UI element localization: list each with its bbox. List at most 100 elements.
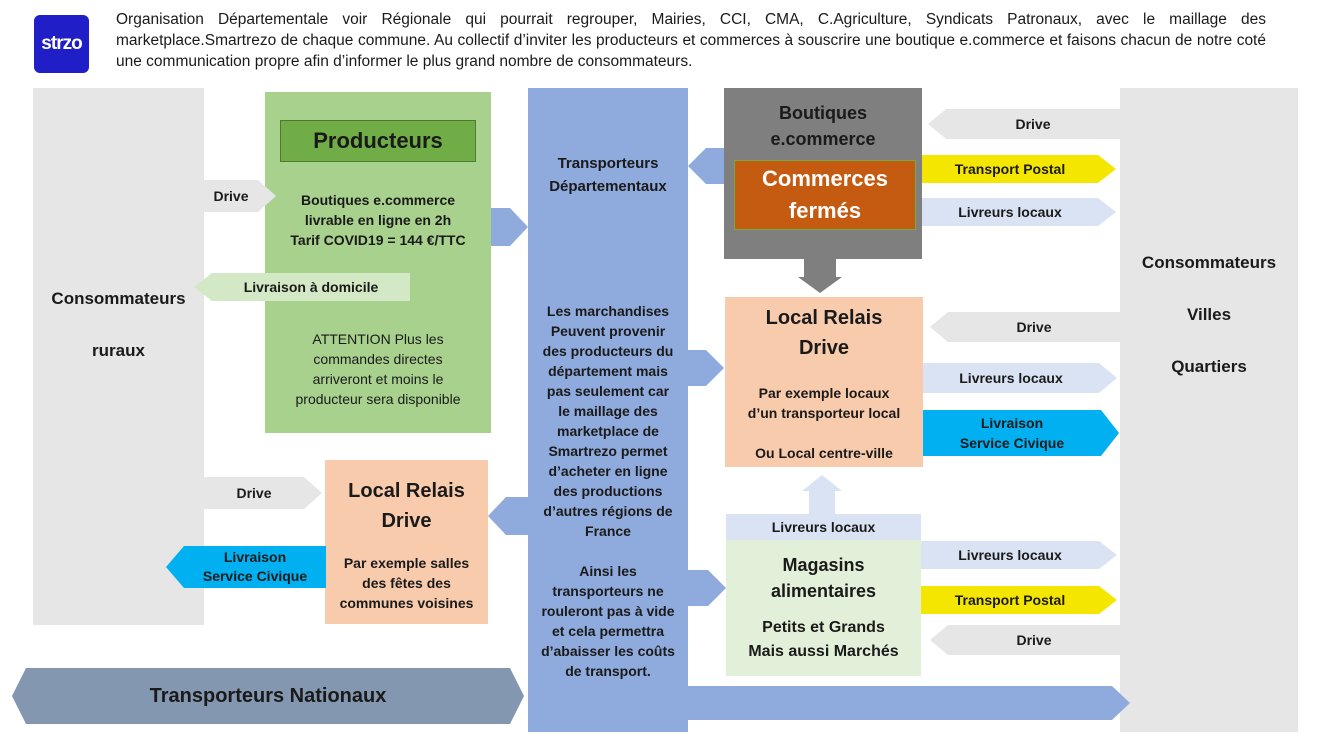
livreurs-locaux-arrow-3: Livreurs locaux xyxy=(921,541,1117,569)
transporteurs-dep-title2: Départementaux xyxy=(549,178,667,195)
consommateurs-villes-line1: Consommateurs xyxy=(1141,253,1277,272)
transporteurs-dep-body-line: pas seulement car xyxy=(546,383,670,399)
transport-postal-arrow-2: Transport Postal xyxy=(921,586,1117,614)
smartrezo-logo: strzo xyxy=(34,15,89,73)
local-relais-left-box: Local Relais Drive Par exemple salles de… xyxy=(325,460,488,624)
relais-left-title2: Drive xyxy=(381,510,432,532)
consommateurs-ruraux-line2: ruraux xyxy=(92,340,145,360)
drive-arrow-right-2: Drive xyxy=(930,312,1120,342)
drive-label: Drive xyxy=(213,188,249,204)
relais-right-title2: Drive xyxy=(798,337,850,359)
relais-right-line2: d’un transporteur local xyxy=(747,405,901,421)
transporteurs-dep-body-line: le maillage des xyxy=(558,403,658,419)
drive-arrow-right-1: Drive xyxy=(928,109,1120,139)
livraison-domicile-label: Livraison à domicile xyxy=(243,279,379,295)
relais-right-title1: Local Relais xyxy=(765,307,883,329)
livreurs-up-arrow xyxy=(802,475,842,515)
relais-left-line1: Par exemple salles xyxy=(343,555,470,571)
livraison-civique-label1: Livraison xyxy=(223,549,287,565)
consommateurs-villes-line2: Villes xyxy=(1186,305,1232,324)
producteurs-title: Producteurs xyxy=(280,120,476,162)
consommateurs-villes-panel: Consommateurs Villes Quartiers xyxy=(1120,88,1298,732)
transporteurs-dep-body2-line: Ainsi les xyxy=(579,563,637,579)
livraison-civique-label1: Livraison xyxy=(980,415,1044,431)
transporteurs-dep-body-line: département mais xyxy=(548,363,668,379)
transporteurs-dep-body-line: France xyxy=(585,523,631,539)
producteurs-line2: livrable en ligne en 2h xyxy=(304,212,452,228)
relais-left-title1: Local Relais xyxy=(348,480,465,502)
consommateurs-ruraux-line1: Consommateurs xyxy=(51,288,186,308)
transporteurs-dep-body-line: des producteurs du xyxy=(542,343,674,359)
drive-label: Drive xyxy=(1015,116,1051,132)
transporteurs-nationaux-label: Transporteurs Nationaux xyxy=(149,684,387,707)
transporteurs-dep-body2-line: d’abaisser les coûts xyxy=(541,643,675,659)
transport-to-relais-right-arrow xyxy=(688,350,724,386)
livreurs-locaux-arrow-2: Livreurs locaux xyxy=(923,363,1117,393)
magasins-line1: Petits et Grands xyxy=(762,619,885,636)
boutiques-ecommerce-box: Boutiques e.commerce Commerces fermés xyxy=(724,88,922,259)
consommateurs-villes-line3: Quartiers xyxy=(1171,357,1247,376)
livreurs-locaux-label: Livreurs locaux xyxy=(959,370,1063,386)
transport-to-relais-left-arrow xyxy=(488,497,528,535)
consommateurs-ruraux-panel: Consommateurs ruraux xyxy=(33,88,204,625)
transporteurs-dep-body-line: d’autres régions de xyxy=(543,503,673,519)
relais-left-line3: communes voisines xyxy=(339,595,474,611)
livraison-civique-arrow-right: Livraison Service Civique xyxy=(923,410,1119,456)
drive-arrow-left-bottom: Drive xyxy=(204,477,322,509)
boutiques-title2: e.commerce xyxy=(770,129,876,149)
livreurs-locaux-bar-label: Livreurs locaux xyxy=(771,519,876,535)
livreurs-locaux-label: Livreurs locaux xyxy=(958,204,1062,220)
livraison-civique-arrow-left: Livraison Service Civique xyxy=(166,546,326,588)
livreurs-locaux-label: Livreurs locaux xyxy=(958,547,1062,563)
transporteurs-dep-body-line: marketplace de xyxy=(557,423,659,439)
transport-bottom-arrow xyxy=(688,686,1130,720)
boutiques-down-arrow xyxy=(798,259,842,293)
relais-left-line2: des fêtes des xyxy=(362,575,451,591)
transporteurs-dep-body-line: des productions xyxy=(553,483,663,499)
transporteurs-dep-body2-line: de transport. xyxy=(565,663,651,679)
transport-postal-label: Transport Postal xyxy=(954,592,1066,608)
livraison-civique-label2: Service Civique xyxy=(202,568,308,584)
producteurs-line1: Boutiques e.commerce xyxy=(300,192,456,208)
drive-label: Drive xyxy=(1016,319,1052,335)
magasins-line2: Mais aussi Marchés xyxy=(748,643,899,660)
transporteurs-nationaux-arrow: Transporteurs Nationaux xyxy=(12,668,524,724)
producteurs-to-transport-arrow xyxy=(491,208,528,246)
livraison-civique-label2: Service Civique xyxy=(959,435,1065,451)
transporteurs-departementaux-column: Transporteurs Départementaux Les marchan… xyxy=(528,88,688,732)
producteurs-attention2: commandes directes xyxy=(313,351,443,367)
transporteurs-dep-body2-line: transporteurs ne xyxy=(552,583,664,599)
relais-right-line1: Par exemple locaux xyxy=(758,385,890,401)
drive-label: Drive xyxy=(236,485,272,501)
livreurs-locaux-arrow-1: Livreurs locaux xyxy=(922,198,1116,226)
transporteurs-dep-body-line: Smartrezo permet xyxy=(548,443,668,459)
producteurs-attention3: arriveront et moins le xyxy=(312,371,444,387)
transporteurs-dep-body-line: Les marchandises xyxy=(546,303,670,319)
transporteurs-dep-body-line: Peuvent provenir xyxy=(550,323,666,339)
drive-label: Drive xyxy=(1016,632,1052,648)
commerces-fermes-line1: Commerces xyxy=(762,166,888,191)
logo-text: strzo xyxy=(41,33,82,54)
transport-postal-label: Transport Postal xyxy=(954,161,1066,177)
header-description: Organisation Départementale voir Régiona… xyxy=(116,11,1266,70)
drive-arrow-right-3: Drive xyxy=(930,625,1120,655)
transporteurs-dep-title1: Transporteurs xyxy=(557,155,659,172)
transport-to-magasins-arrow xyxy=(688,570,726,606)
commerces-fermes-line2: fermés xyxy=(788,198,862,223)
commerces-fermes-box: Commerces fermés xyxy=(734,160,916,230)
relais-right-line3: Ou Local centre-ville xyxy=(755,445,893,461)
transport-postal-arrow-1: Transport Postal xyxy=(922,155,1116,183)
livreurs-locaux-bar: Livreurs locaux xyxy=(726,514,921,540)
magasins-title2: alimentaires xyxy=(770,581,877,601)
boutiques-title1: Boutiques xyxy=(779,103,867,123)
livraison-domicile-arrow: Livraison à domicile xyxy=(194,273,410,301)
local-relais-right-box: Local Relais Drive Par exemple locaux d’… xyxy=(725,297,923,467)
producteurs-attention4: producteur sera disponible xyxy=(295,391,461,407)
transporteurs-dep-body2-line: et cela permettra xyxy=(551,623,665,639)
producteurs-line3: Tarif COVID19 = 144 €/TTC xyxy=(290,232,466,248)
magasins-alimentaires-box: Magasins alimentaires Petits et Grands M… xyxy=(726,540,921,676)
producteurs-box: Producteurs Boutiques e.commerce livrabl… xyxy=(265,92,491,433)
producteurs-attention1: ATTENTION Plus les xyxy=(312,331,444,347)
